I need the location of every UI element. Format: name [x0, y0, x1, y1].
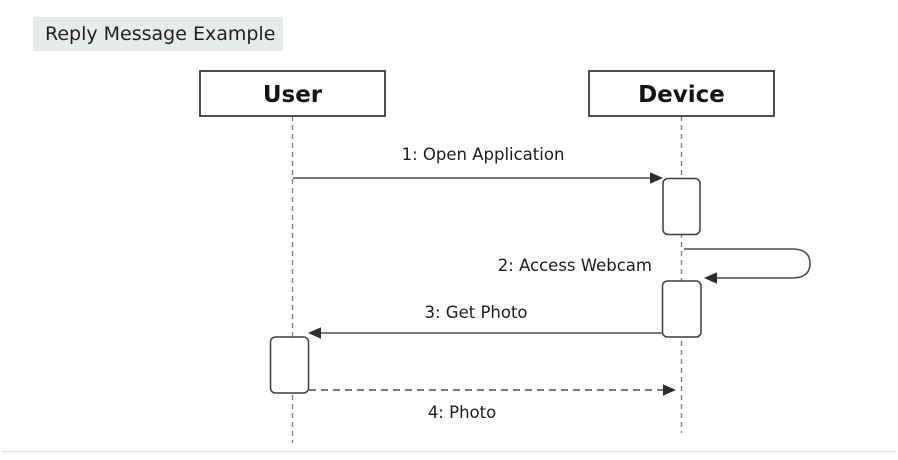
- arrowhead-message-2: [704, 272, 717, 284]
- arrowhead-message-1: [650, 172, 663, 184]
- actor-box-device: [588, 70, 775, 117]
- actor-label-user: User: [263, 82, 323, 108]
- message-label-4: 4: Photo: [428, 403, 496, 422]
- arrowhead-message-4: [663, 384, 676, 396]
- activation-device-1: [662, 177, 701, 236]
- activation-user-1: [269, 336, 310, 394]
- actor-box-user: [199, 70, 386, 117]
- diagram-title: Reply Message Example: [33, 17, 283, 51]
- activation-device-2: [661, 280, 702, 338]
- message-label-3: 3: Get Photo: [424, 303, 527, 322]
- arrowhead-message-3: [308, 327, 321, 339]
- message-label-1: 1: Open Application: [402, 145, 565, 164]
- message-self-loop-2: [684, 248, 811, 279]
- actor-label-device: Device: [638, 82, 725, 108]
- message-label-2: 2: Access Webcam: [498, 256, 652, 275]
